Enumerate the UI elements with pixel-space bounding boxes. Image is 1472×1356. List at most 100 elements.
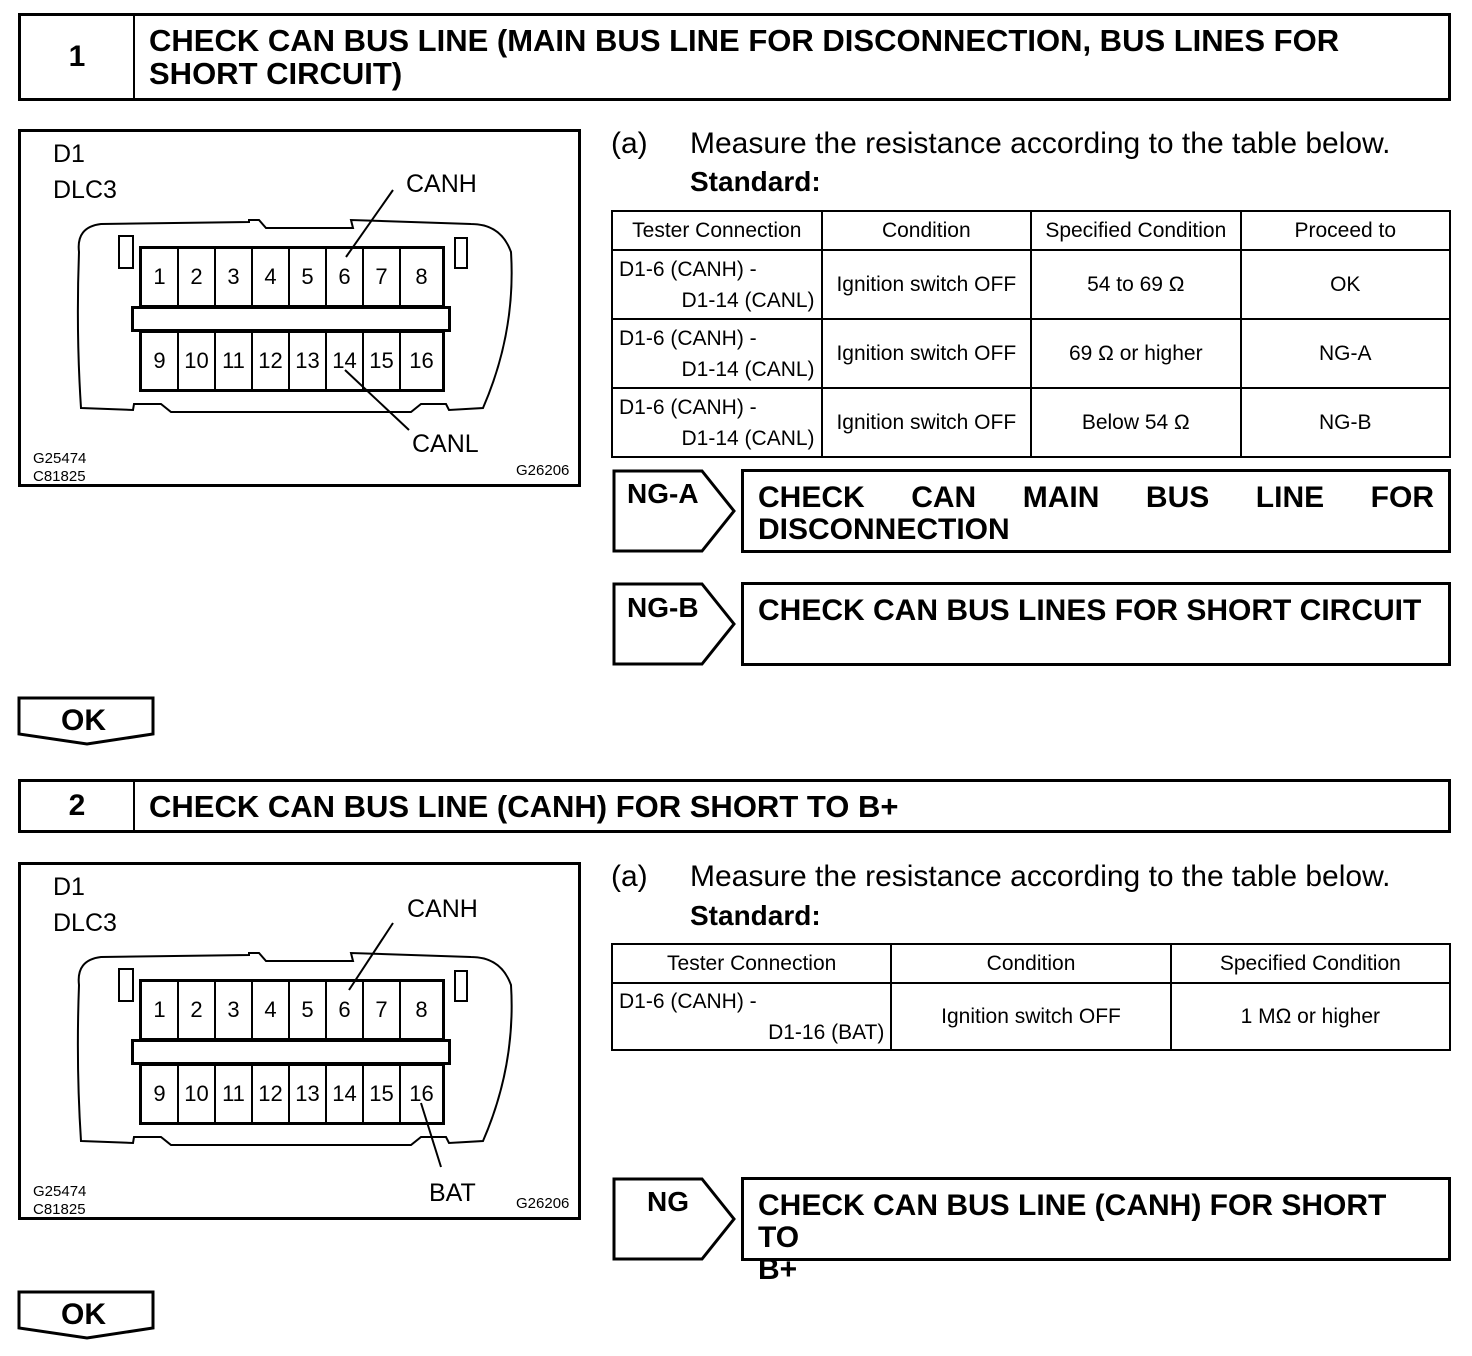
condition-cell: Ignition switch OFF	[820, 318, 1033, 389]
table-header: Condition	[890, 943, 1172, 984]
connector-outline	[76, 189, 513, 431]
ng-arrow[interactable]	[612, 1177, 738, 1263]
connector-outline	[76, 922, 513, 1168]
ok-arrow[interactable]	[17, 696, 157, 748]
canl-label: CANL	[412, 430, 479, 458]
pin-13: 13	[290, 1066, 327, 1122]
pin-row-top: 1 2 3 4 5 6 7 8	[139, 246, 445, 308]
figure-code: G25474	[33, 450, 87, 467]
spec-cell: Below 54 Ω	[1030, 387, 1242, 458]
table-header: Proceed to	[1239, 210, 1452, 251]
ngb-action-text: CHECK CAN BUS LINES FOR SHORT CIRCUIT	[758, 594, 1422, 627]
table-header: Condition	[820, 210, 1033, 251]
figure-code: G26206	[516, 1195, 570, 1212]
spec-table: Tester Connection Condition Specified Co…	[611, 210, 1452, 458]
pin-1: 1	[142, 982, 179, 1038]
step-label: (a)	[611, 860, 648, 893]
condition-cell: Ignition switch OFF	[820, 387, 1033, 458]
condition-cell: Ignition switch OFF	[820, 249, 1033, 320]
pin-7: 7	[364, 982, 401, 1038]
step-number: 1	[21, 16, 135, 98]
ok-label: OK	[61, 704, 106, 737]
instruction-text: Measure the resistance according to the …	[690, 860, 1391, 893]
canh-label: CANH	[407, 895, 478, 923]
nga-label: NG-A	[627, 478, 699, 509]
connector-name: DLC3	[53, 176, 117, 204]
condition-cell: Ignition switch OFF	[890, 982, 1172, 1051]
standard-label: Standard:	[690, 900, 821, 931]
spec-cell: 1 MΩ or higher	[1169, 982, 1452, 1051]
pin-11: 11	[216, 333, 253, 389]
nga-arrow[interactable]	[612, 469, 738, 555]
nga-action-box[interactable]: CHECK CAN MAIN BUS LINE FOR DISCONNECTIO…	[741, 469, 1451, 553]
table-header: Specified Condition	[1169, 943, 1452, 984]
ngb-arrow[interactable]	[612, 582, 738, 668]
bat-label: BAT	[429, 1179, 476, 1207]
pin-8: 8	[415, 997, 428, 1022]
connector-name: DLC3	[53, 909, 117, 937]
canh-label: CANH	[406, 170, 477, 198]
instruction-text: Measure the resistance according to the …	[690, 127, 1391, 160]
pin-3: 3	[216, 982, 253, 1038]
table-header: Tester Connection	[611, 210, 823, 251]
ng-action-box[interactable]: CHECK CAN BUS LINE (CANH) FOR SHORT TO B…	[741, 1177, 1451, 1286]
pin-15: 15	[364, 333, 401, 389]
table-row: D1-6 (CANH) - D1-14 (CANL) Ignition swit…	[611, 387, 1452, 458]
table-header-row: Tester Connection Condition Specified Co…	[610, 943, 1452, 984]
figure-code: C81825	[33, 468, 86, 485]
ok-arrow[interactable]	[17, 1290, 157, 1342]
figure-code: C81825	[33, 1201, 86, 1218]
nga-action-text: DISCONNECTION	[758, 513, 1010, 546]
ngb-label: NG-B	[627, 592, 699, 623]
connector-id: D1	[53, 140, 85, 168]
figure-code: G25474	[33, 1183, 87, 1200]
ng-action-text: CHECK CAN BUS LINE (CANH) FOR SHORT TO	[758, 1189, 1387, 1254]
pin-16: 16	[409, 1081, 434, 1106]
step-2-header: 2 CHECK CAN BUS LINE (CANH) FOR SHORT TO…	[18, 779, 1451, 833]
pin-8: 8	[415, 264, 428, 289]
table-header: Tester Connection	[610, 943, 893, 984]
step-title: CHECK CAN BUS LINE (CANH) FOR SHORT TO B…	[149, 789, 899, 824]
pin-10: 10	[179, 1066, 216, 1122]
table-header-row: Tester Connection Condition Specified Co…	[611, 210, 1452, 251]
step-number: 2	[21, 782, 135, 830]
ngb-action-box[interactable]: CHECK CAN BUS LINES FOR SHORT CIRCUIT	[741, 582, 1451, 666]
table-header: Specified Condition	[1030, 210, 1242, 251]
pin-9: 9	[142, 1066, 179, 1122]
ng-label: NG	[647, 1186, 689, 1217]
figure-code: G26206	[516, 462, 570, 479]
pin-2: 2	[179, 982, 216, 1038]
table-row: D1-6 (CANH) - D1-14 (CANL) Ignition swit…	[611, 318, 1452, 389]
pin-row-bottom: 9 10 11 12 13 14 15 16	[139, 1063, 445, 1125]
pin-4: 4	[253, 249, 290, 305]
pin-11: 11	[216, 1066, 253, 1122]
pin-3: 3	[216, 249, 253, 305]
pin-row-top: 1 2 3 4 5 6 7 8	[139, 979, 445, 1041]
pin-10: 10	[179, 333, 216, 389]
pin-14: 14	[327, 333, 364, 389]
table-row: D1-6 (CANH) - D1-16 (BAT) Ignition switc…	[610, 982, 1452, 1051]
pin-9: 9	[142, 333, 179, 389]
pin-5: 5	[290, 982, 327, 1038]
pin-12: 12	[253, 333, 290, 389]
tester-connection: D1-6 (CANH) - D1-14 (CANL)	[611, 249, 823, 320]
pin-15: 15	[364, 1066, 401, 1122]
pin-2: 2	[179, 249, 216, 305]
proceed-cell: NG-B	[1239, 387, 1452, 458]
dlc3-connector-figure: D1 DLC3 CANH CANL G25474 C81825 G26206 1…	[18, 129, 581, 487]
step-1-header: 1 CHECK CAN BUS LINE (MAIN BUS LINE FOR …	[18, 13, 1451, 101]
nga-action-text: CHECK CAN MAIN BUS LINE FOR	[758, 481, 1434, 514]
spec-table: Tester Connection Condition Specified Co…	[610, 943, 1452, 1051]
ok-label: OK	[61, 1298, 106, 1331]
tester-connection: D1-6 (CANH) - D1-16 (BAT)	[610, 982, 893, 1051]
pin-12: 12	[253, 1066, 290, 1122]
table-row: D1-6 (CANH) - D1-14 (CANL) Ignition swit…	[611, 249, 1452, 320]
ng-action-text: B+	[758, 1253, 798, 1286]
connector-id: D1	[53, 873, 85, 901]
connector-divider	[131, 306, 451, 332]
pin-6: 6	[327, 249, 364, 305]
step-title: CHECK CAN BUS LINE (MAIN BUS LINE FOR DI…	[149, 23, 1340, 91]
proceed-cell: NG-A	[1239, 318, 1452, 389]
pin-16: 16	[409, 348, 434, 373]
tester-connection: D1-6 (CANH) - D1-14 (CANL)	[611, 318, 823, 389]
